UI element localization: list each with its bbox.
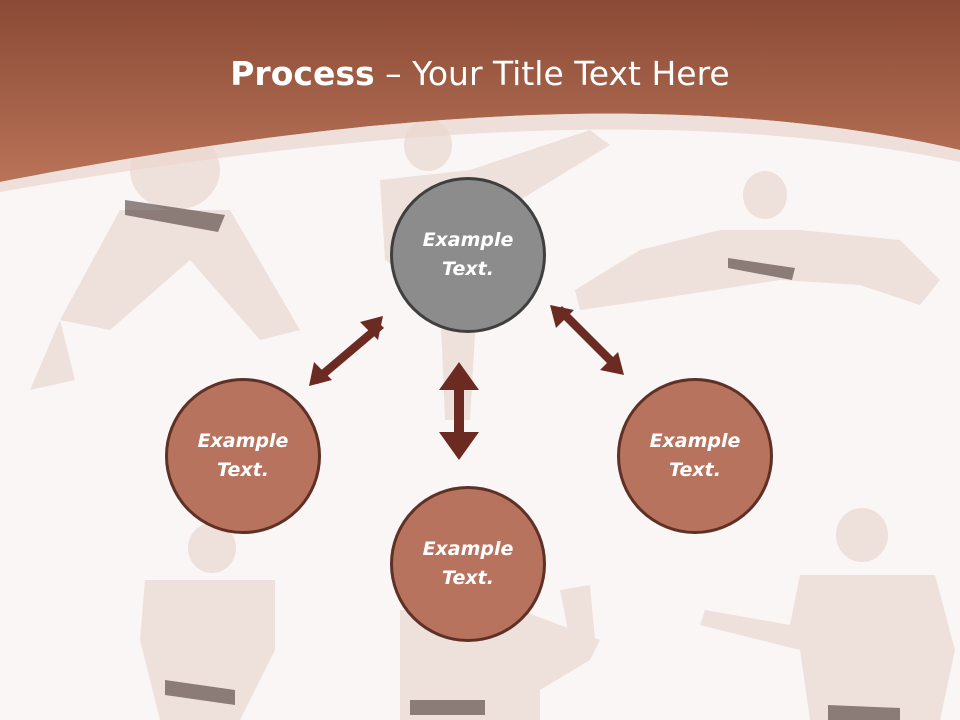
- slide-title: Process – Your Title Text Here: [0, 52, 960, 96]
- node-bottom-text: Example Text.: [422, 538, 514, 589]
- node-left: Example Text.: [165, 378, 321, 534]
- node-right-text: Example Text.: [649, 430, 741, 481]
- node-left-text: Example Text.: [197, 430, 289, 481]
- node-right: Example Text.: [617, 378, 773, 534]
- node-bottom: Example Text.: [390, 486, 546, 642]
- node-top-text: Example Text.: [422, 229, 514, 280]
- node-top: Example Text.: [390, 177, 546, 333]
- title-bold: Process: [230, 54, 375, 93]
- belt-marks: [125, 200, 900, 720]
- title-rest: – Your Title Text Here: [374, 54, 730, 93]
- header-band: [0, 0, 960, 182]
- header-curve-highlight: [0, 113, 960, 192]
